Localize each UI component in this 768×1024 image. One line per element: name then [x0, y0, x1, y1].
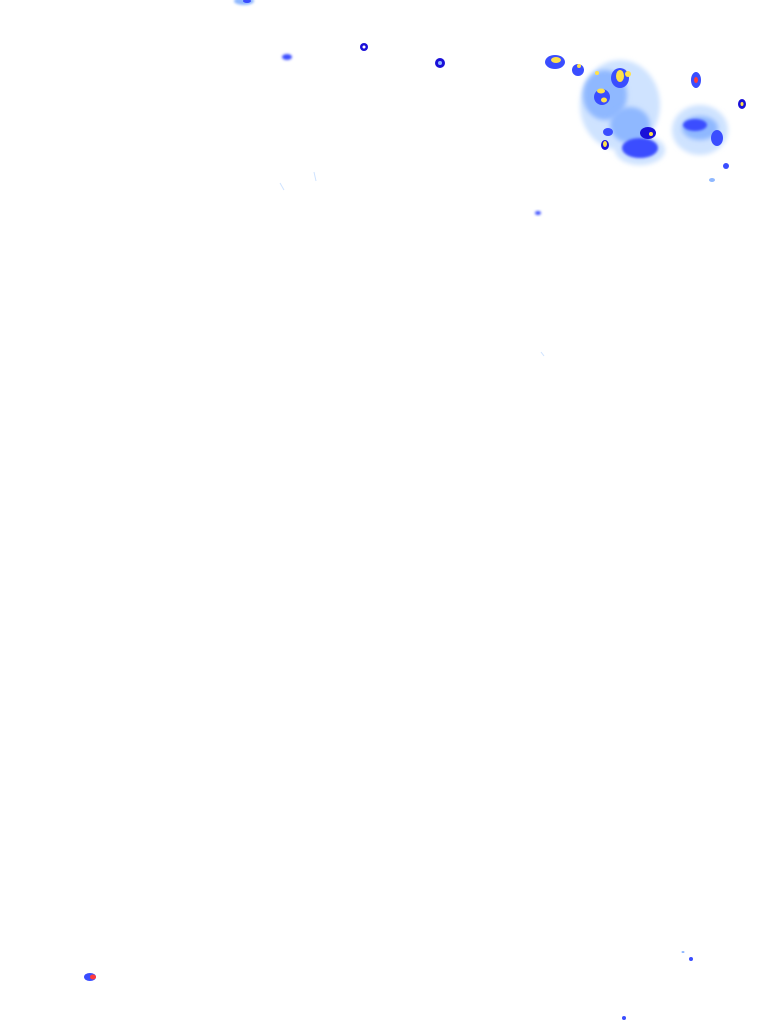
storm-complex-upper-right [545, 55, 746, 182]
echo-top-left [234, 0, 254, 5]
echo-traces [279, 171, 545, 357]
echo-bottom-right [622, 951, 693, 1020]
echo-cluster-upper-middle [282, 43, 541, 215]
echo-bottom-left [84, 973, 96, 981]
